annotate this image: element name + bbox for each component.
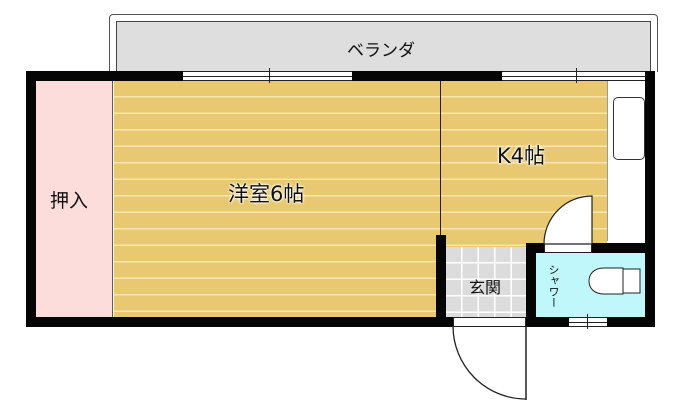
wall-entrance-right [526,243,536,327]
bathroom-door-swing-icon [543,195,593,245]
wall-entrance-left [436,235,446,327]
room-divider [440,81,441,236]
western-room [114,81,440,317]
entrance-label: 玄関 [469,278,502,297]
wall-left [26,71,36,327]
window-western-room [183,71,352,81]
window-mullion [576,68,577,83]
window-bathroom [569,317,607,327]
wall-bath-top-right [592,243,655,253]
closet-label: 押入 [50,190,89,212]
western-room-label: 洋室6帖 [228,182,305,206]
entrance [446,247,526,317]
wall-right [645,71,655,327]
entrance-door-threshold[interactable] [453,317,526,327]
window-mullion [269,68,270,83]
window-mullion [587,314,588,329]
wall-bath-top-left [526,243,546,253]
kitchen-label: K4帖 [497,144,546,168]
wall-top-left [26,71,183,81]
entrance-door-swing-icon [452,326,527,400]
toilet-icon [588,267,641,295]
bathroom-label: シャワー [547,264,560,308]
balcony-label: ベランダ [347,41,415,61]
window-kitchen [502,71,645,81]
wall-bottom-left [26,317,454,327]
balcony [116,21,651,72]
wall-top-middle [352,71,502,81]
sink-icon [613,97,645,160]
closet [36,81,113,317]
